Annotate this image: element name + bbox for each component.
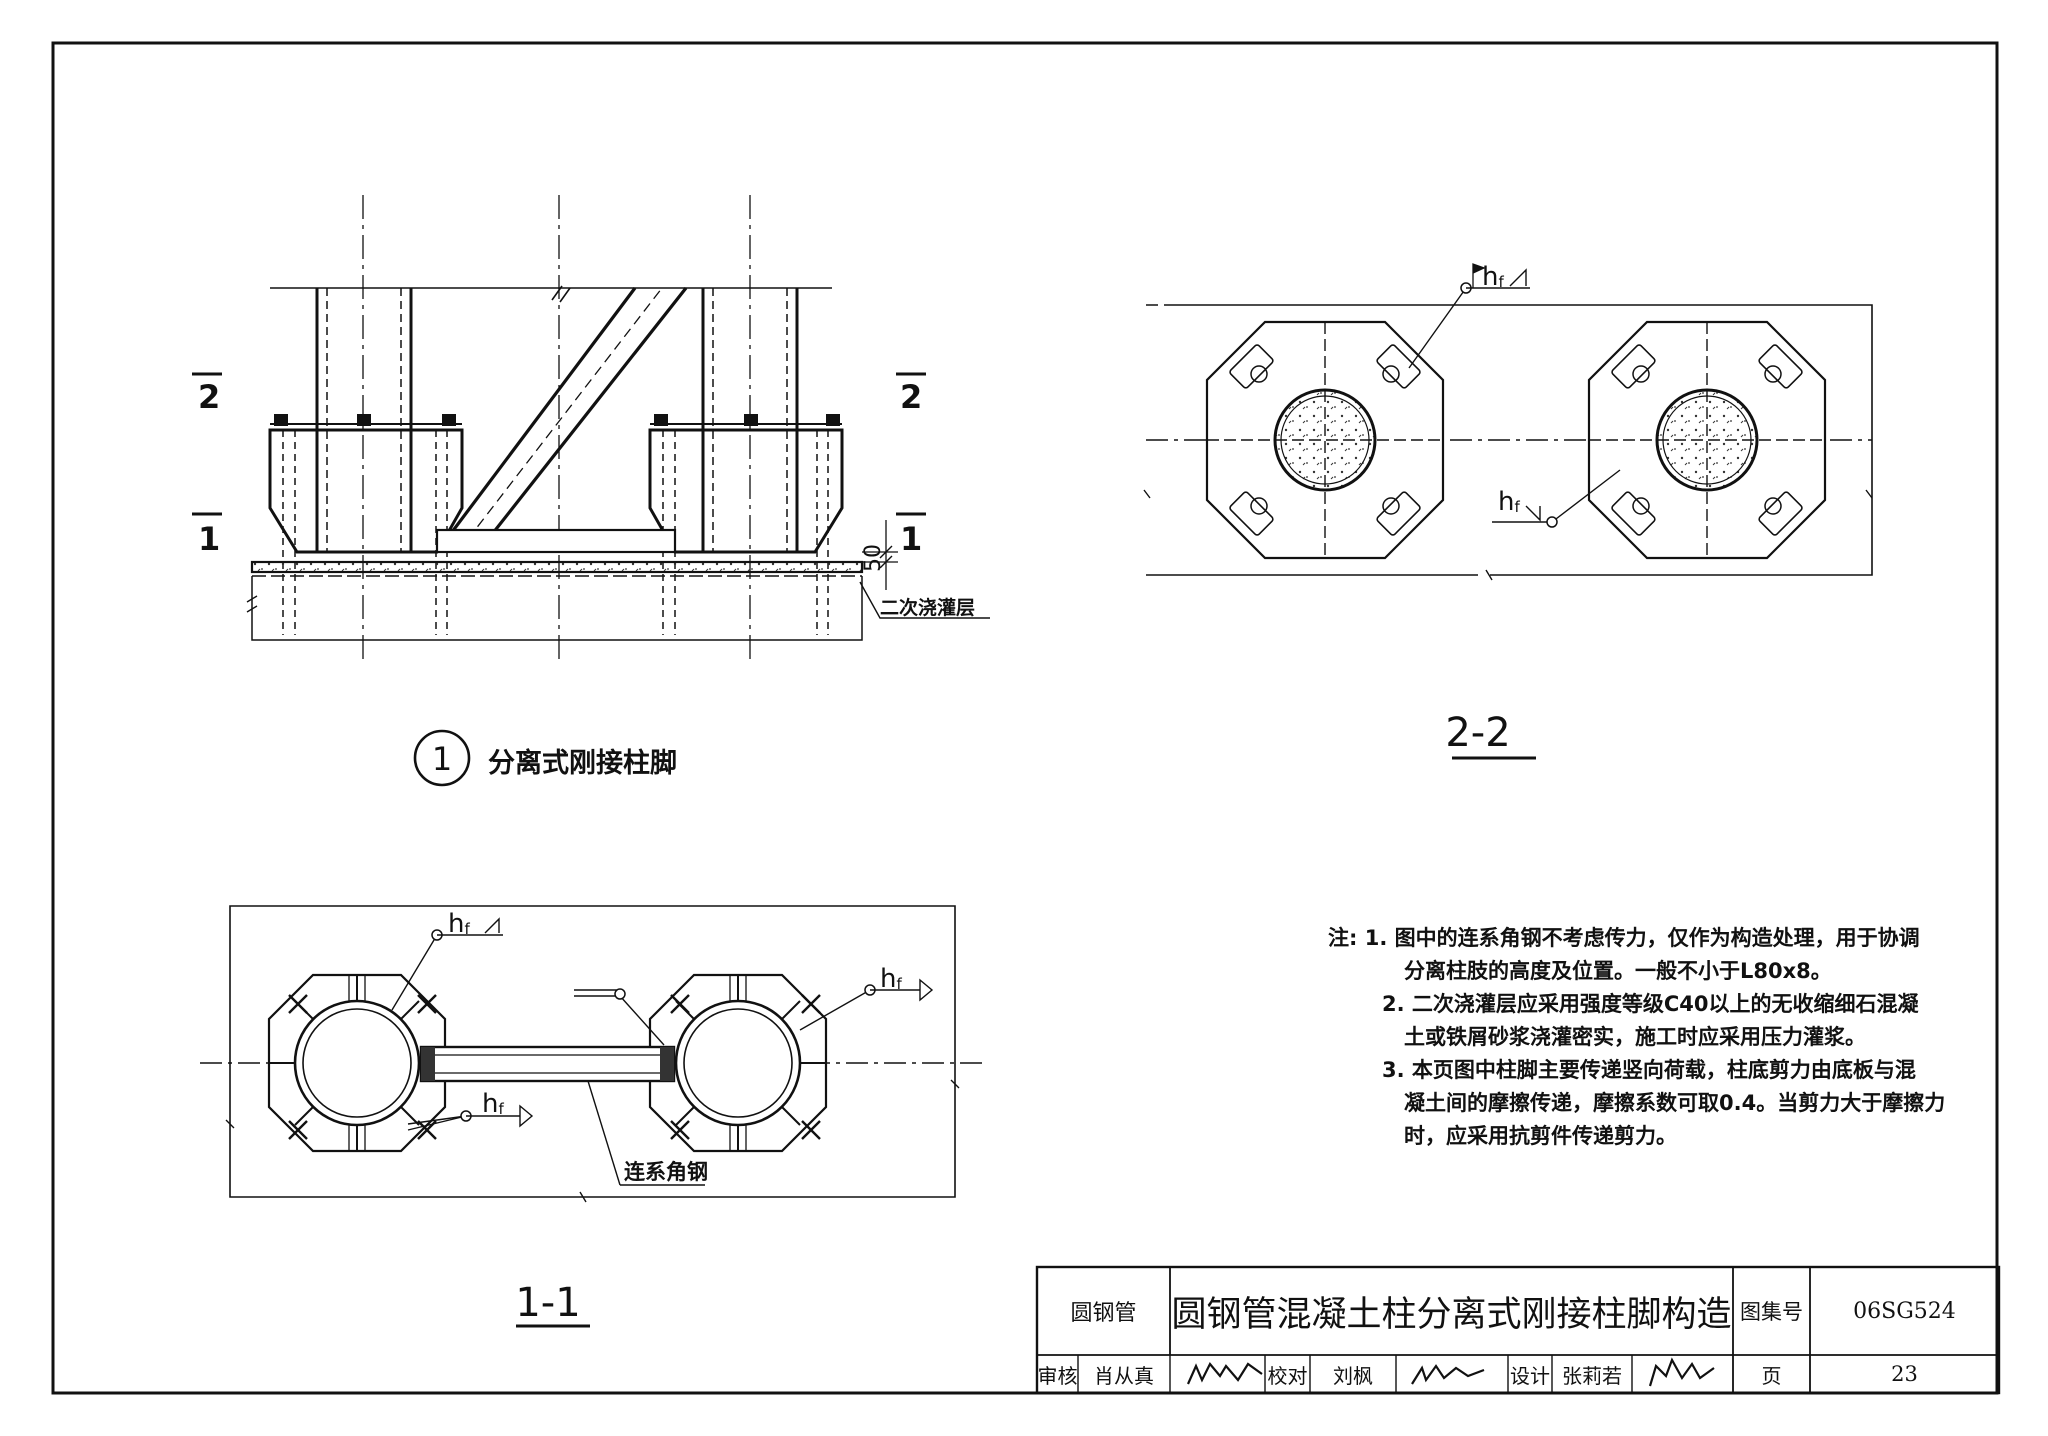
note-2: 2. 二次浇灌层应采用强度等级C40以上的无收缩细石混凝: [1382, 992, 1919, 1016]
tie-angle-label: 连系角钢: [624, 1160, 708, 1184]
section-mark-2-left: 2: [198, 378, 220, 416]
notes-prefix: 注:: [1328, 926, 1358, 950]
weld-label-2-2-bottom: hf: [1498, 487, 1520, 517]
atlas-number: 06SG524: [1853, 1298, 1956, 1324]
weld-label-1-1-right: hf: [880, 964, 902, 994]
note-1: 1. 图中的连系角钢不考虑传力，仅作为构造处理，用于协调: [1364, 926, 1920, 950]
weld-label-2-2-top: hf: [1482, 262, 1504, 292]
note-3-end: 时，应采用抗剪件传递剪力。: [1404, 1124, 1677, 1148]
atlas-label: 图集号: [1740, 1300, 1803, 1324]
page-number: 23: [1891, 1362, 1918, 1386]
section-2-2-title: 2-2: [1445, 710, 1510, 756]
page-label: 页: [1761, 1363, 1782, 1388]
review-name: 肖从真: [1094, 1363, 1154, 1388]
design-label: 设计: [1510, 1363, 1550, 1388]
note-3-cont: 凝土间的摩擦传递，摩擦系数可取0.4。当剪力大于摩擦力: [1404, 1091, 1946, 1115]
grout-layer-label: 二次浇灌层: [880, 596, 975, 619]
design-name: 张莉若: [1562, 1363, 1622, 1388]
section-mark-1-right: 1: [900, 520, 922, 558]
title-block: 圆钢管 圆钢管混凝土柱分离式刚接柱脚构造 图集号 06SG524 审核 肖从真 …: [1037, 1267, 1999, 1393]
sheet-border: [51, 41, 1999, 1395]
check-name: 刘枫: [1333, 1363, 1373, 1388]
dimension-50: 50: [861, 544, 886, 572]
section-mark-1-left: 1: [198, 520, 220, 558]
note-2-cont: 土或铁屑砂浆浇灌密实，施工时应采用压力灌浆。: [1404, 1025, 1866, 1049]
drawing-title: 圆钢管混凝土柱分离式刚接柱脚构造: [1171, 1294, 1732, 1335]
note-1-cont: 分离柱肢的高度及位置。一般不小于L80x8。: [1404, 959, 1832, 983]
detail-number: 1: [432, 740, 452, 778]
section-1-1-title: 1-1: [515, 1280, 580, 1326]
signature-marks: [1186, 1357, 1715, 1387]
check-label: 校对: [1267, 1363, 1308, 1388]
section-mark-2-right: 2: [900, 378, 922, 416]
notes-block: 注: 1. 图中的连系角钢不考虑传力，仅作为构造处理，用于协调 分离柱肢的高度及…: [1328, 922, 1946, 1153]
detail-1-title: 分离式刚接柱脚: [488, 747, 677, 779]
category-cell: 圆钢管: [1070, 1301, 1137, 1326]
note-3: 3. 本页图中柱脚主要传递竖向荷载，柱底剪力由底板与混: [1382, 1058, 1916, 1082]
review-label: 审核: [1037, 1363, 1078, 1388]
title-block-frame: [1035, 1265, 2001, 1395]
section-2-2-plan: hf hf: [1143, 262, 1873, 581]
detail-1-elevation: 50 二次浇灌层 2 2 1 1: [192, 195, 990, 665]
section-1-1-plan: hf hf hf 连系角钢: [200, 905, 985, 1203]
weld-label-1-1-top: hf: [448, 909, 470, 939]
weld-label-1-1-bottom: hf: [482, 1089, 504, 1119]
detail-number-circle: [413, 729, 471, 787]
